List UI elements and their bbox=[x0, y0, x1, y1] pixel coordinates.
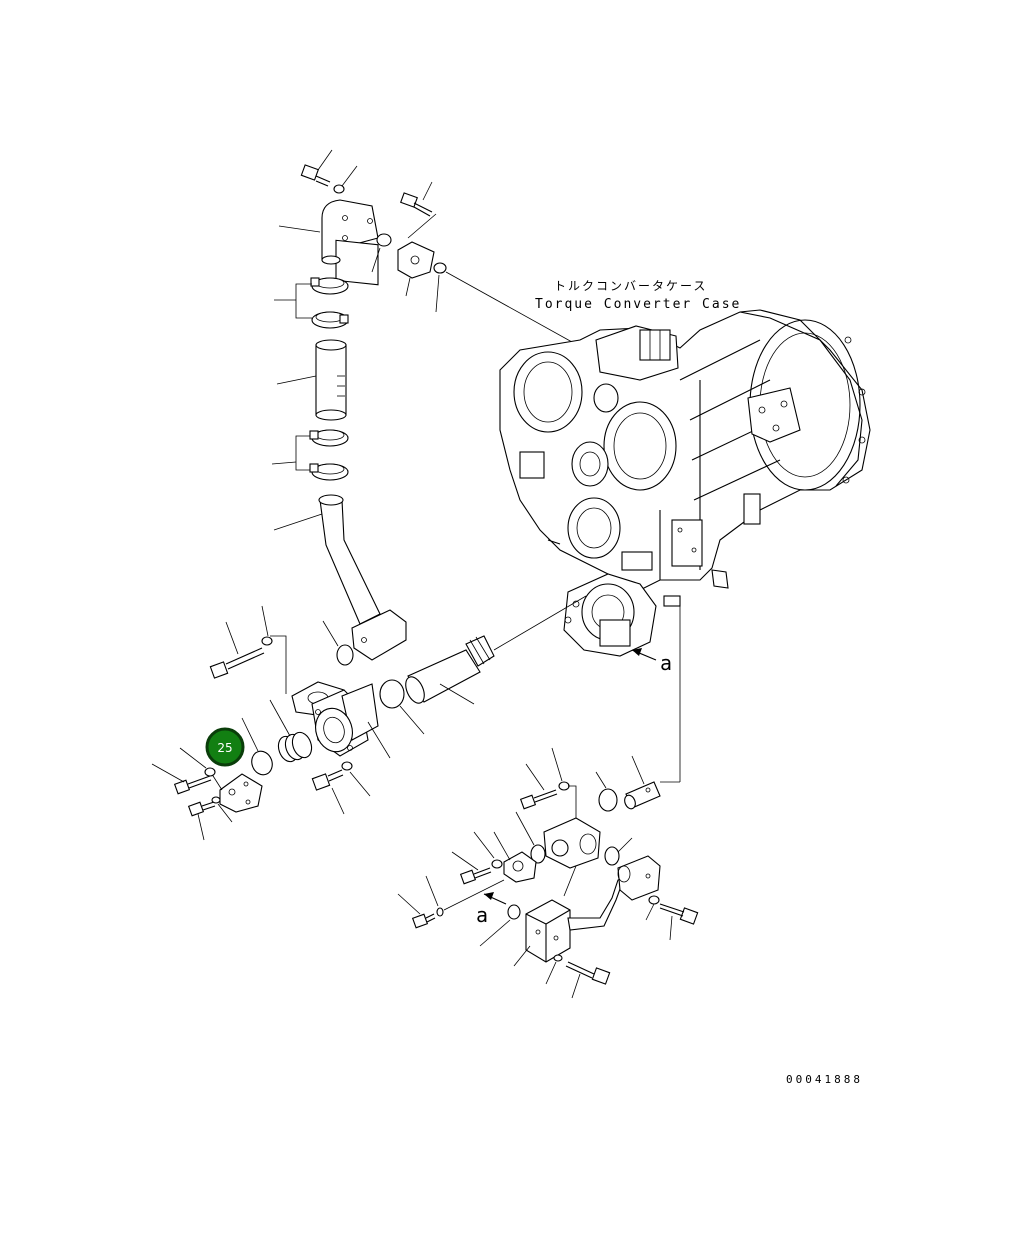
lower-bolt-left bbox=[397, 875, 505, 929]
left-bolt-upper bbox=[209, 605, 287, 694]
valve-block bbox=[513, 899, 571, 967]
case-label-en: Torque Converter Case bbox=[535, 297, 741, 312]
bent-pipe bbox=[273, 494, 407, 661]
top-right-oring bbox=[433, 262, 591, 353]
filter-element bbox=[405, 595, 587, 705]
lower-oring-upper bbox=[595, 771, 618, 812]
elbow-pipe bbox=[278, 199, 379, 286]
bottom-bolt bbox=[545, 954, 611, 999]
case-label-jp: トルクコンバータケース bbox=[554, 279, 707, 293]
left-oring bbox=[241, 717, 273, 776]
callout-25-number: 25 bbox=[217, 741, 232, 755]
lower-bolt-mid bbox=[451, 831, 503, 885]
arrow-a-lower: a bbox=[476, 892, 507, 927]
pipe-sleeve bbox=[624, 755, 661, 810]
lower-oring-small bbox=[479, 904, 521, 947]
top-gasket bbox=[371, 233, 392, 273]
callout-25[interactable]: 25 bbox=[205, 727, 245, 767]
small-flange bbox=[493, 831, 537, 883]
torque-converter-case bbox=[499, 309, 871, 591]
mid-bolt-lower bbox=[311, 761, 371, 815]
mid-oring-2 bbox=[379, 679, 425, 735]
lower-oring-right bbox=[604, 837, 633, 866]
hydraulic-pump bbox=[563, 573, 681, 783]
spacer-rings bbox=[269, 699, 313, 763]
clamp-pair-upper bbox=[274, 277, 349, 329]
clamp-pair-lower bbox=[271, 429, 349, 481]
hose bbox=[276, 339, 347, 421]
ref-a-label: a bbox=[660, 651, 672, 675]
figure-number: 00041888 bbox=[786, 1073, 863, 1086]
mid-oring-1 bbox=[322, 620, 354, 666]
top-washer bbox=[333, 165, 358, 194]
cover-plate bbox=[207, 767, 263, 813]
lower-oring-mid bbox=[515, 811, 546, 864]
lower-right-bolt bbox=[645, 895, 699, 941]
flange-elbow bbox=[291, 681, 391, 759]
left-bolts-lower bbox=[151, 747, 233, 841]
top-right-flange bbox=[397, 241, 435, 297]
top-bolt bbox=[300, 149, 333, 187]
ref-a-label-2: a bbox=[476, 903, 488, 927]
arrow-a-upper: a bbox=[631, 648, 672, 675]
elbow-fitting bbox=[543, 817, 601, 897]
tube-assembly bbox=[567, 855, 661, 931]
top-right-bolt bbox=[400, 181, 437, 239]
